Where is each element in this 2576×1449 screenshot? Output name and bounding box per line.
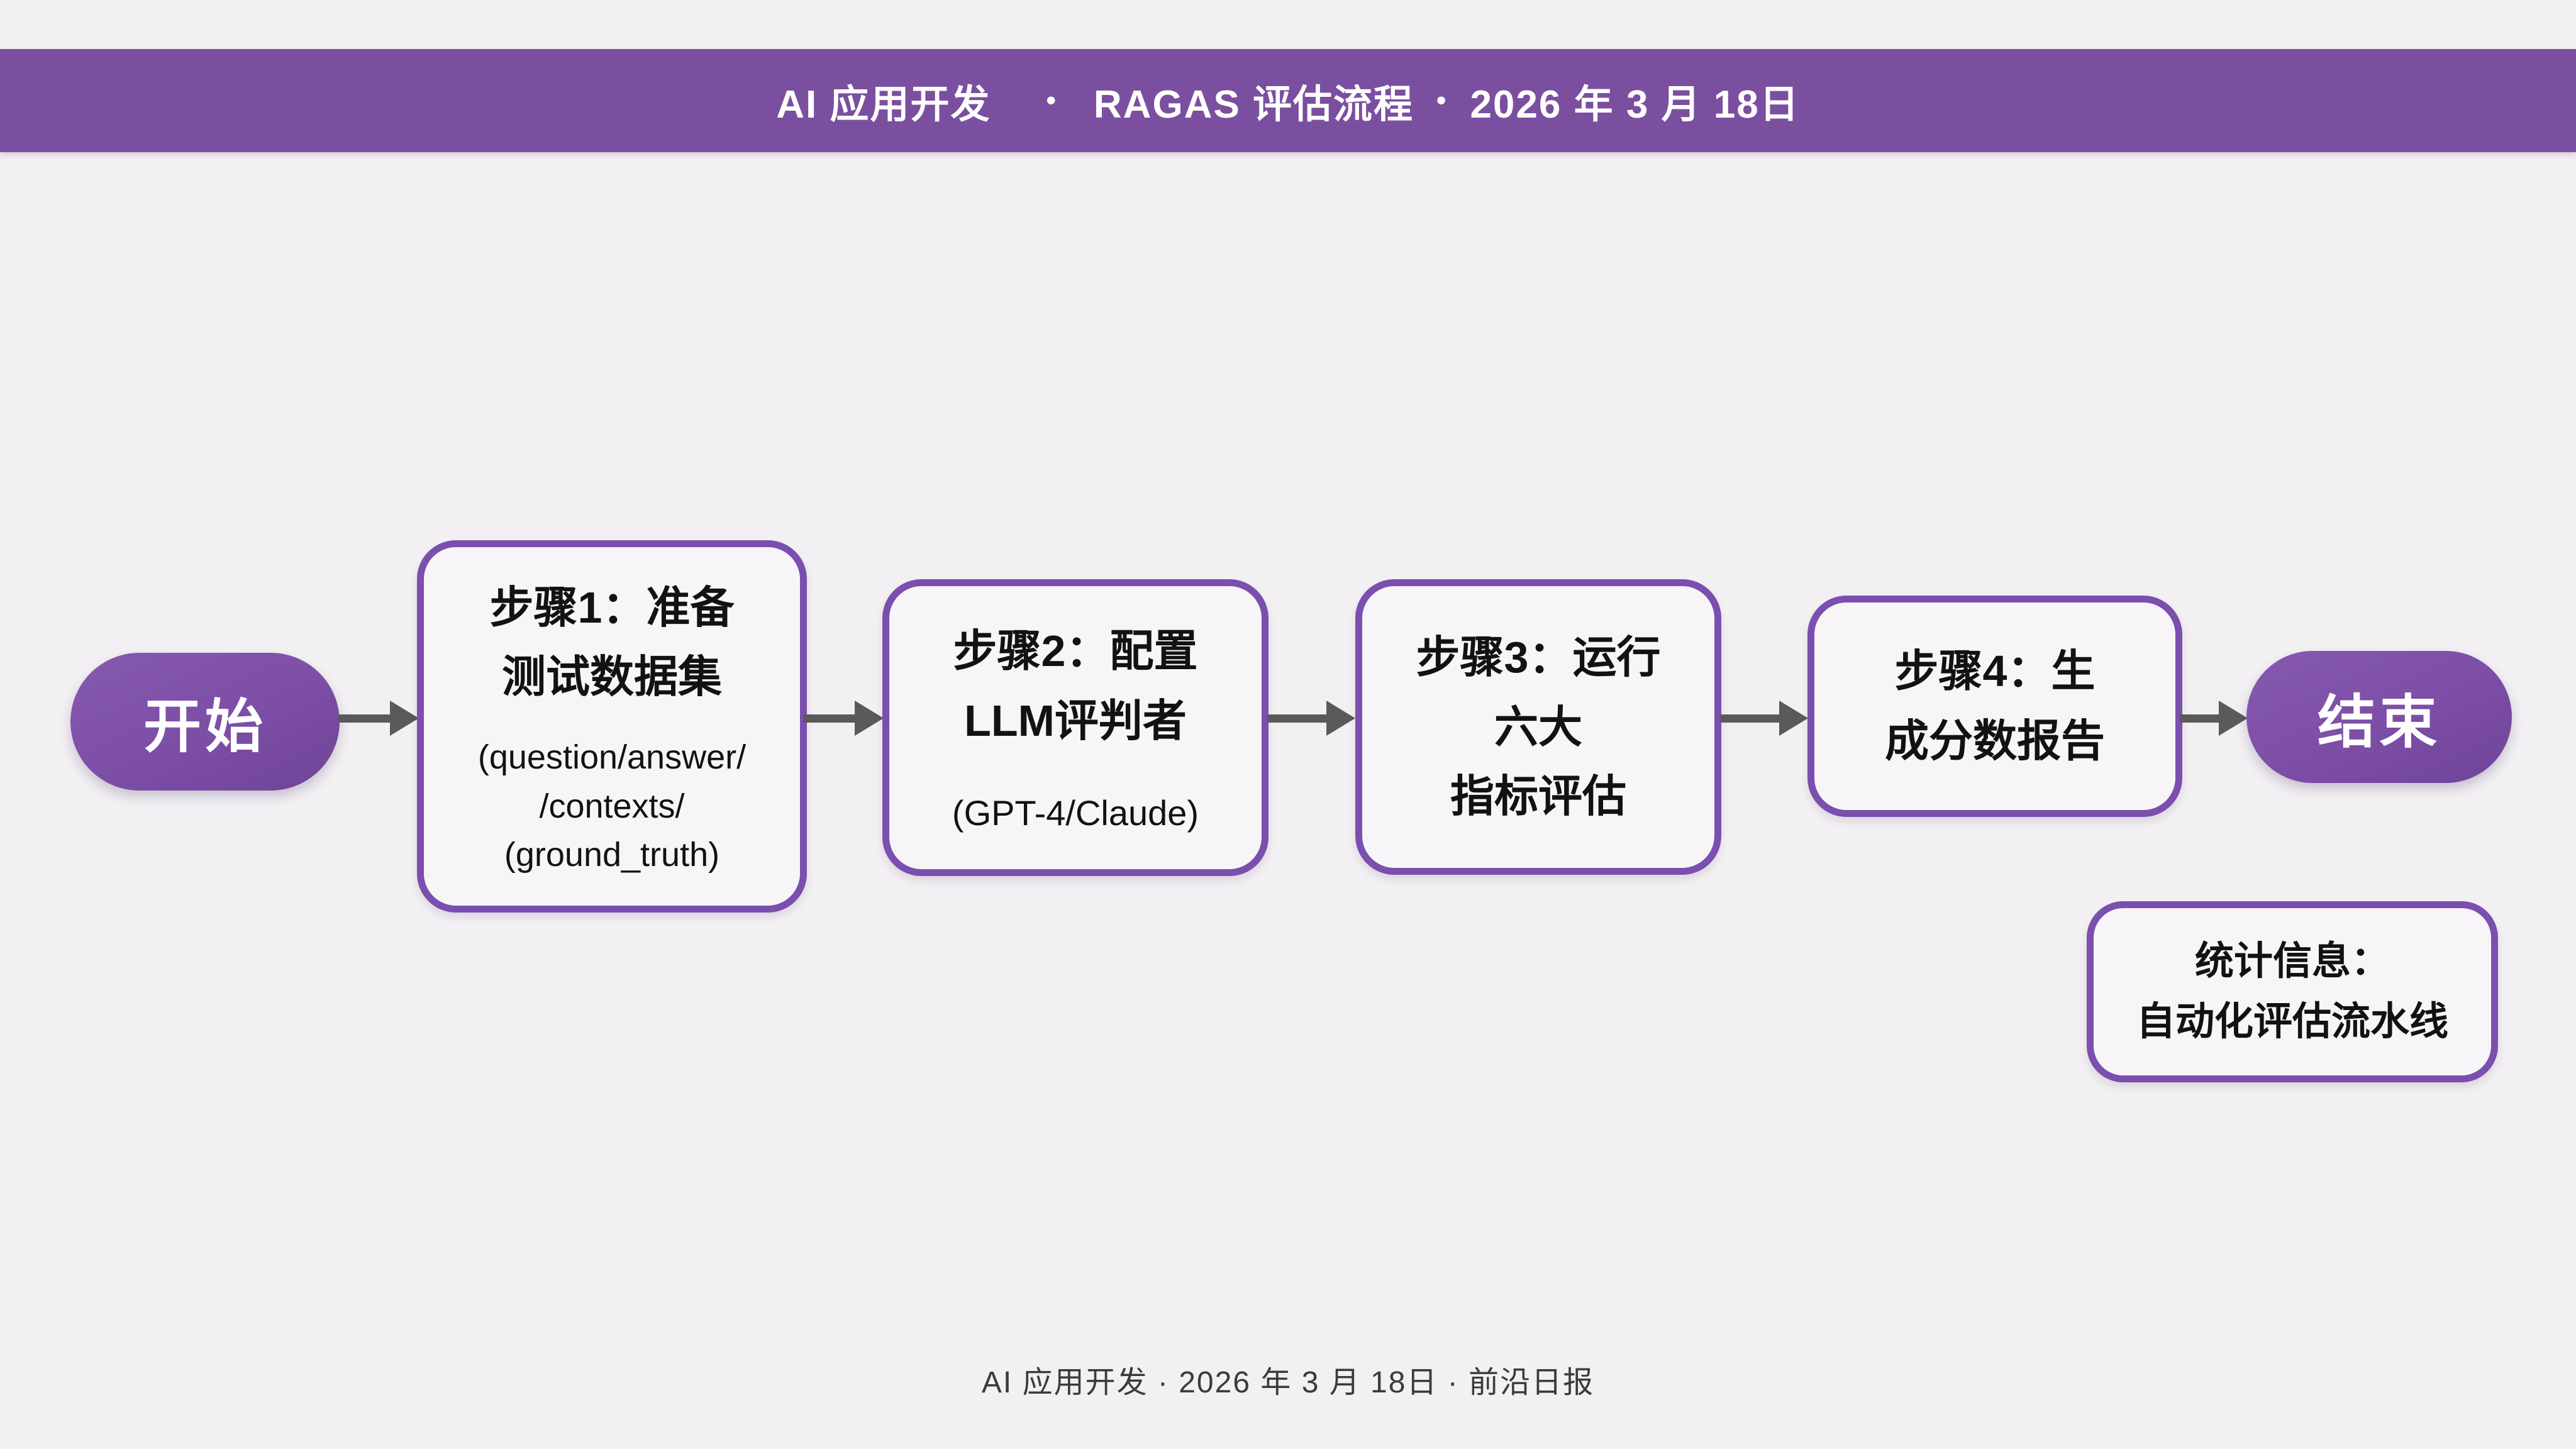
arrow-shaft [2180, 714, 2224, 723]
header-bar: AI 应用开发 • RAGAS 评估流程 • 2026 年 3 月 18日 [0, 49, 2576, 152]
flow-step-1-node: 步骤1：准备 测试数据集 (question/answer/ /contexts… [417, 540, 807, 913]
arrow-head [390, 701, 419, 736]
step-4-title-line-1: 步骤4：生 [1894, 647, 2096, 696]
stats-line-2: 自动化评估流水线 [2136, 1000, 2448, 1043]
step-3-title-line-3: 指标评估 [1450, 772, 1626, 821]
flow-arrow-icon [1720, 701, 1808, 736]
flow-step-3-node: 步骤3：运行 六大 指标评估 [1355, 579, 1721, 875]
arrow-shaft [803, 714, 860, 723]
flow-arrow-icon [803, 701, 884, 736]
arrow-shaft [1267, 714, 1331, 723]
header-segment-date: 2026 年 3 月 18日 [1470, 83, 1800, 126]
header-segment-topic: RAGAS 评估流程 [1093, 83, 1414, 126]
flow-end-label: 结束 [2317, 690, 2441, 755]
flow-arrow-icon [1267, 701, 1355, 736]
arrow-head [1326, 701, 1355, 736]
step-1-title-line-2: 测试数据集 [502, 652, 722, 702]
step-4-title: 步骤4：生 成分数报告 [1885, 636, 2105, 775]
flow-end-node: 结束 [2246, 651, 2512, 783]
arrow-head [1779, 701, 1808, 736]
step-2-title: 步骤2：配置 LLM评判者 [953, 616, 1198, 755]
step-2-title-line-2: LLM评判者 [964, 696, 1187, 745]
arrow-head [2219, 701, 2248, 736]
flow-arrow-icon [338, 701, 419, 736]
stats-line-1: 统计信息： [2194, 939, 2390, 983]
step-1-title-line-1: 步骤1：准备 [489, 582, 735, 632]
arrow-shaft [338, 714, 395, 723]
footer-caption: AI 应用开发 · 2026 年 3 月 18日 · 前沿日报 [981, 1366, 1595, 1399]
header-separator-bullet: • [1046, 85, 1057, 116]
step-3-title-line-2: 六大 [1494, 702, 1582, 752]
step-1-sub-line-1: (question/answer/ [477, 738, 747, 776]
step-3-title-line-1: 步骤3：运行 [1416, 633, 1661, 682]
flow-arrow-icon [2180, 701, 2248, 736]
step-2-subtitle: (GPT-4/Claude) [952, 788, 1199, 839]
header-separator-bullet: • [1436, 85, 1448, 116]
step-1-sub-line-2: /contexts/ [539, 787, 685, 825]
arrow-shaft [1720, 714, 1784, 723]
step-2-title-line-1: 步骤2：配置 [953, 626, 1198, 676]
flow-step-4-node: 步骤4：生 成分数报告 [1807, 596, 2182, 817]
stats-box: 统计信息： 自动化评估流水线 [2087, 901, 2498, 1082]
flow-start-node: 开始 [70, 653, 340, 791]
step-1-subtitle: (question/answer/ /contexts/ (ground_tru… [478, 733, 746, 880]
step-4-title-line-2: 成分数报告 [1885, 716, 2105, 765]
flow-step-2-node: 步骤2：配置 LLM评判者 (GPT-4/Claude) [882, 579, 1269, 876]
flow-start-label: 开始 [143, 695, 267, 759]
step-2-sub-line-1: (GPT-4/Claude) [952, 793, 1199, 833]
step-3-title: 步骤3：运行 六大 指标评估 [1416, 623, 1661, 831]
header-segment-course: AI 应用开发 [776, 83, 991, 126]
step-1-title: 步骤1：准备 测试数据集 [490, 573, 735, 712]
step-1-sub-line-3: (ground_truth) [504, 836, 720, 874]
arrow-head [855, 701, 884, 736]
